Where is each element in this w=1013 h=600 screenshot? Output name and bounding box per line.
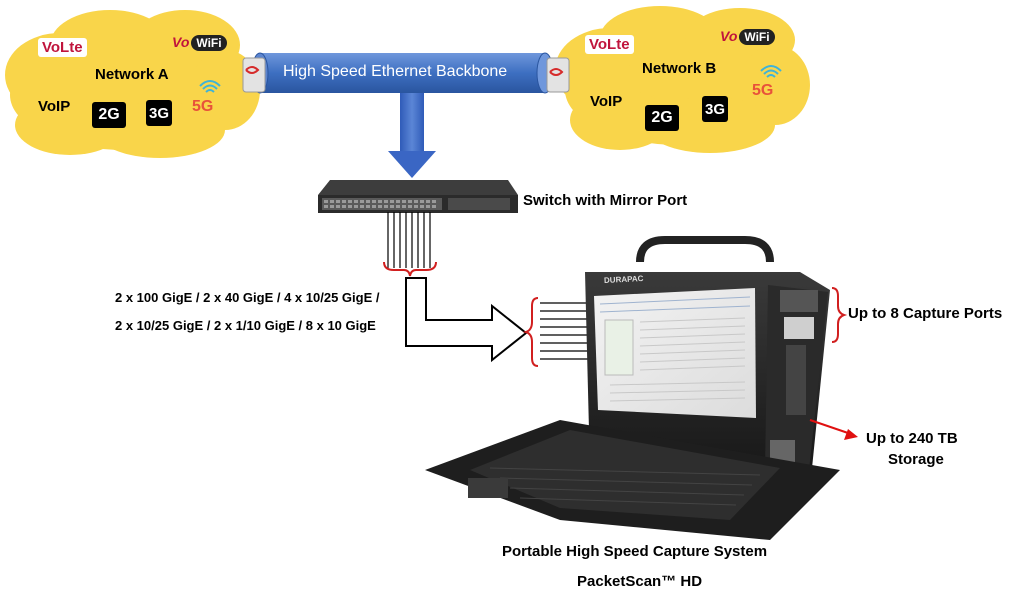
- links-line-2: 2 x 10/25 GigE / 2 x 1/10 GigE / 8 x 10 …: [115, 318, 376, 333]
- volte-text-a: VoLte: [42, 39, 83, 56]
- network-b-label: Network B: [642, 60, 717, 77]
- signal-a-icon: [199, 80, 221, 93]
- device-title: Portable High Speed Capture System: [502, 543, 768, 560]
- switch-icon: [318, 180, 518, 213]
- network-b-cloud: [555, 6, 810, 153]
- capture-ports-label: Up to 8 Capture Ports: [848, 305, 1003, 322]
- mirror-cables: [387, 212, 431, 268]
- vowifi-wifi-a: WiFi: [191, 35, 227, 51]
- network-a-cloud: [5, 10, 260, 158]
- capture-device: [425, 236, 840, 540]
- vowifi-vo-a: Vo: [172, 34, 190, 50]
- network-a-3g-badge: 3G: [146, 100, 172, 126]
- storage-label-2: Storage: [888, 451, 944, 468]
- storage-arrow: [809, 419, 858, 440]
- switch-bracket: [383, 261, 437, 277]
- switch-label: Switch with Mirror Port: [523, 192, 688, 209]
- network-b-3g-badge: 3G: [702, 96, 728, 122]
- storage-label-1: Up to 240 TB: [866, 430, 958, 447]
- network-b-voip: VoIP: [590, 93, 623, 110]
- network-b-5g-badge: 5G: [752, 82, 774, 99]
- volte-logo-a: VoLte: [38, 38, 87, 57]
- vowifi-wifi-b: WiFi: [739, 29, 775, 45]
- volte-text-b: VoLte: [589, 36, 630, 53]
- capture-bracket-left: [522, 297, 539, 367]
- vowifi-vo-b: Vo: [720, 28, 738, 44]
- capture-bracket-right: [831, 287, 848, 343]
- volte-logo-b: VoLte: [585, 35, 634, 54]
- device-product-name: PacketScan™ HD: [577, 573, 703, 590]
- backbone-label: High Speed Ethernet Backbone: [283, 63, 508, 80]
- backbone-down-arrow: [388, 93, 436, 178]
- network-a-5g-badge: 5G: [192, 98, 214, 115]
- network-a-voip: VoIP: [38, 98, 71, 115]
- capture-elbow-arrow: [405, 277, 528, 363]
- router-right-icon: [546, 57, 570, 93]
- network-a-2g-badge: 2G: [92, 102, 126, 128]
- router-left-icon: [242, 57, 266, 93]
- links-line-1: 2 x 100 GigE / 2 x 40 GigE / 4 x 10/25 G…: [115, 290, 380, 305]
- network-b-2g-badge: 2G: [645, 105, 679, 131]
- network-a-label: Network A: [95, 66, 169, 83]
- signal-b-icon: [760, 65, 782, 78]
